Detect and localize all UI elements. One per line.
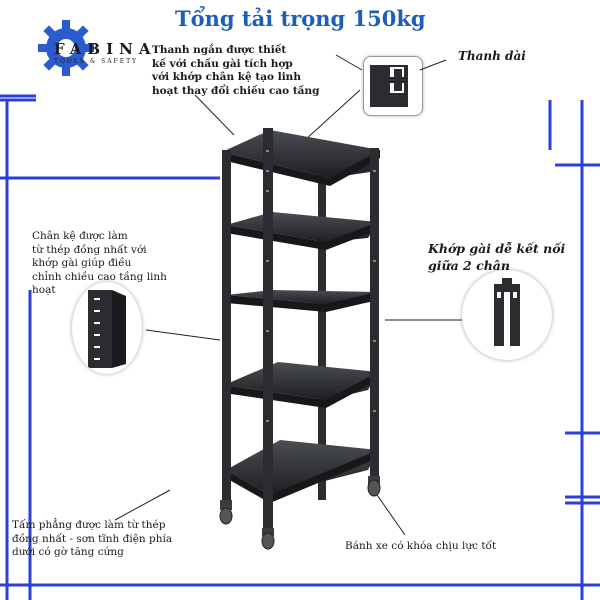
wheel-note: Bánh xe có khóa chịu lực tốt	[345, 540, 497, 552]
joint-line-1: Khớp gài dễ kết nối	[428, 241, 566, 256]
gear-icon	[38, 20, 94, 76]
leg-inset	[72, 282, 142, 374]
shelf-line-1: Tấm phẳng được làm từ thép	[12, 519, 166, 531]
leg-line-4: chỉnh chiều cao tầng linh	[32, 270, 167, 283]
long-bar-label: Thanh dài	[458, 49, 526, 63]
long-bar-inset	[363, 56, 423, 116]
short-bar-note: Thanh ngắn được thiết kế với chấu gài tí…	[152, 44, 352, 98]
brand-tagline: TOOLS & SAFETY	[54, 58, 139, 65]
brand-name: FABINA	[54, 40, 157, 58]
long-bar-image	[370, 65, 408, 107]
brand-logo: FABINA TOOLS & SAFETY	[54, 40, 156, 65]
shelf-line-2: đồng nhất - sơn tĩnh điện phía	[12, 532, 173, 545]
shelf-line-3: dưới có gờ tăng cứng	[12, 546, 124, 558]
caster-wheels	[219, 476, 381, 550]
shelf-boards	[222, 130, 380, 495]
leg-line-1: Chân kệ được làm	[32, 230, 128, 242]
shelf-board-note: Tấm phẳng được làm từ thép đồng nhất - s…	[12, 519, 232, 560]
short-bar-line-2: kế với chấu gài tích hợp	[152, 57, 293, 70]
joint-note: Khớp gài dễ kết nối giữa 2 chân	[428, 240, 565, 274]
joint-image	[494, 278, 520, 346]
leg-line-5: hoạt	[32, 284, 56, 296]
leg-image	[88, 290, 126, 368]
leg-line-2: từ thép đồng nhất với	[32, 243, 147, 256]
short-bar-line-1: Thanh ngắn được thiết	[152, 44, 287, 56]
leg-note: Chân kệ được làm từ thép đồng nhất với k…	[32, 230, 202, 298]
short-bar-line-4: hoạt thay đổi chiều cao tầng	[152, 84, 320, 97]
joint-inset	[462, 270, 552, 360]
page-title: Tổng tải trọng 150kg	[175, 6, 426, 31]
short-bar-line-3: với khớp chân kệ tạo linh	[152, 71, 301, 83]
leg-line-3: khớp gài giúp điều	[32, 257, 132, 269]
joint-line-2: giữa 2 chân	[428, 258, 510, 273]
